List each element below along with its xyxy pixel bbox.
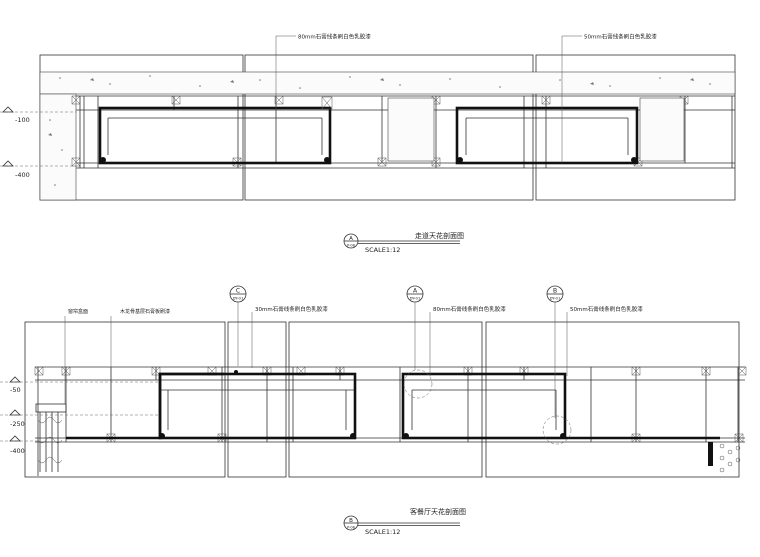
detail-tag-b-letter: B <box>553 288 557 295</box>
bolts-a <box>71 95 689 167</box>
scale-a: SCALE1:12 <box>365 246 400 254</box>
title-a: 走道天花剖面图 <box>415 231 464 240</box>
detail-tag-a-sheet: DY-01 <box>410 296 421 301</box>
callout-curtain: 窗帘盒面 <box>68 308 88 315</box>
curtain-box <box>35 403 67 472</box>
detail-circle-a <box>403 369 433 399</box>
coffer-b1 <box>66 370 357 440</box>
callout-wood: 木龙骨基层石膏板刷漆 <box>120 308 170 315</box>
level-a-400: -400 <box>15 171 30 179</box>
concrete-slab <box>39 71 736 95</box>
frame-b4 <box>485 321 740 478</box>
coffer-b2 <box>401 372 720 440</box>
callout-b3: 50mm石膏线条刷白色乳胶漆 <box>570 305 643 313</box>
frame-b3 <box>288 321 483 478</box>
studs-b <box>37 367 739 476</box>
tag-b-sheet: P-08 <box>347 526 355 530</box>
detail-tag-b-sheet: DY-01 <box>550 296 561 301</box>
frame-b1 <box>24 321 226 478</box>
callout-b2: 80mm石膏线条刷白色乳胶漆 <box>433 305 506 313</box>
level-b-400: -400 <box>10 447 25 455</box>
callout-a2: 50mm石膏线条刷白色乳胶漆 <box>584 33 657 41</box>
coffer-a1 <box>98 96 333 165</box>
frame-b2 <box>227 321 287 478</box>
tag-b-letter: B <box>349 518 353 524</box>
infill-block-a2 <box>639 97 685 162</box>
callout-a1: 80mm石膏线条刷白色乳胶漆 <box>298 33 371 41</box>
level-b-50: -50 <box>10 386 21 394</box>
bolts-b <box>34 366 747 443</box>
callout-b1: 30mm石膏线条刷白色乳胶漆 <box>255 305 328 313</box>
detail-circle-b <box>542 415 572 445</box>
detail-tag-a-letter: A <box>413 288 418 295</box>
scale-b: SCALE1:12 <box>365 528 400 536</box>
frame-a2 <box>244 54 534 201</box>
tag-a-sheet: P-08 <box>347 244 355 248</box>
concrete-wall-left <box>39 93 77 201</box>
level-a-100: -100 <box>15 116 30 124</box>
section-a <box>0 35 736 249</box>
detail-tag-c-letter: C <box>236 288 240 295</box>
tag-a-letter: A <box>349 236 353 242</box>
frame-a3 <box>535 54 736 201</box>
detail-tag-c-sheet: DY-01 <box>233 296 244 301</box>
concrete-texture <box>48 75 711 186</box>
level-b-250: -250 <box>10 420 25 428</box>
coffer-a2 <box>455 106 639 165</box>
title-b: 客餐厅天花剖面图 <box>410 507 466 516</box>
section-b <box>0 285 747 531</box>
infill-block-a1 <box>387 97 435 162</box>
